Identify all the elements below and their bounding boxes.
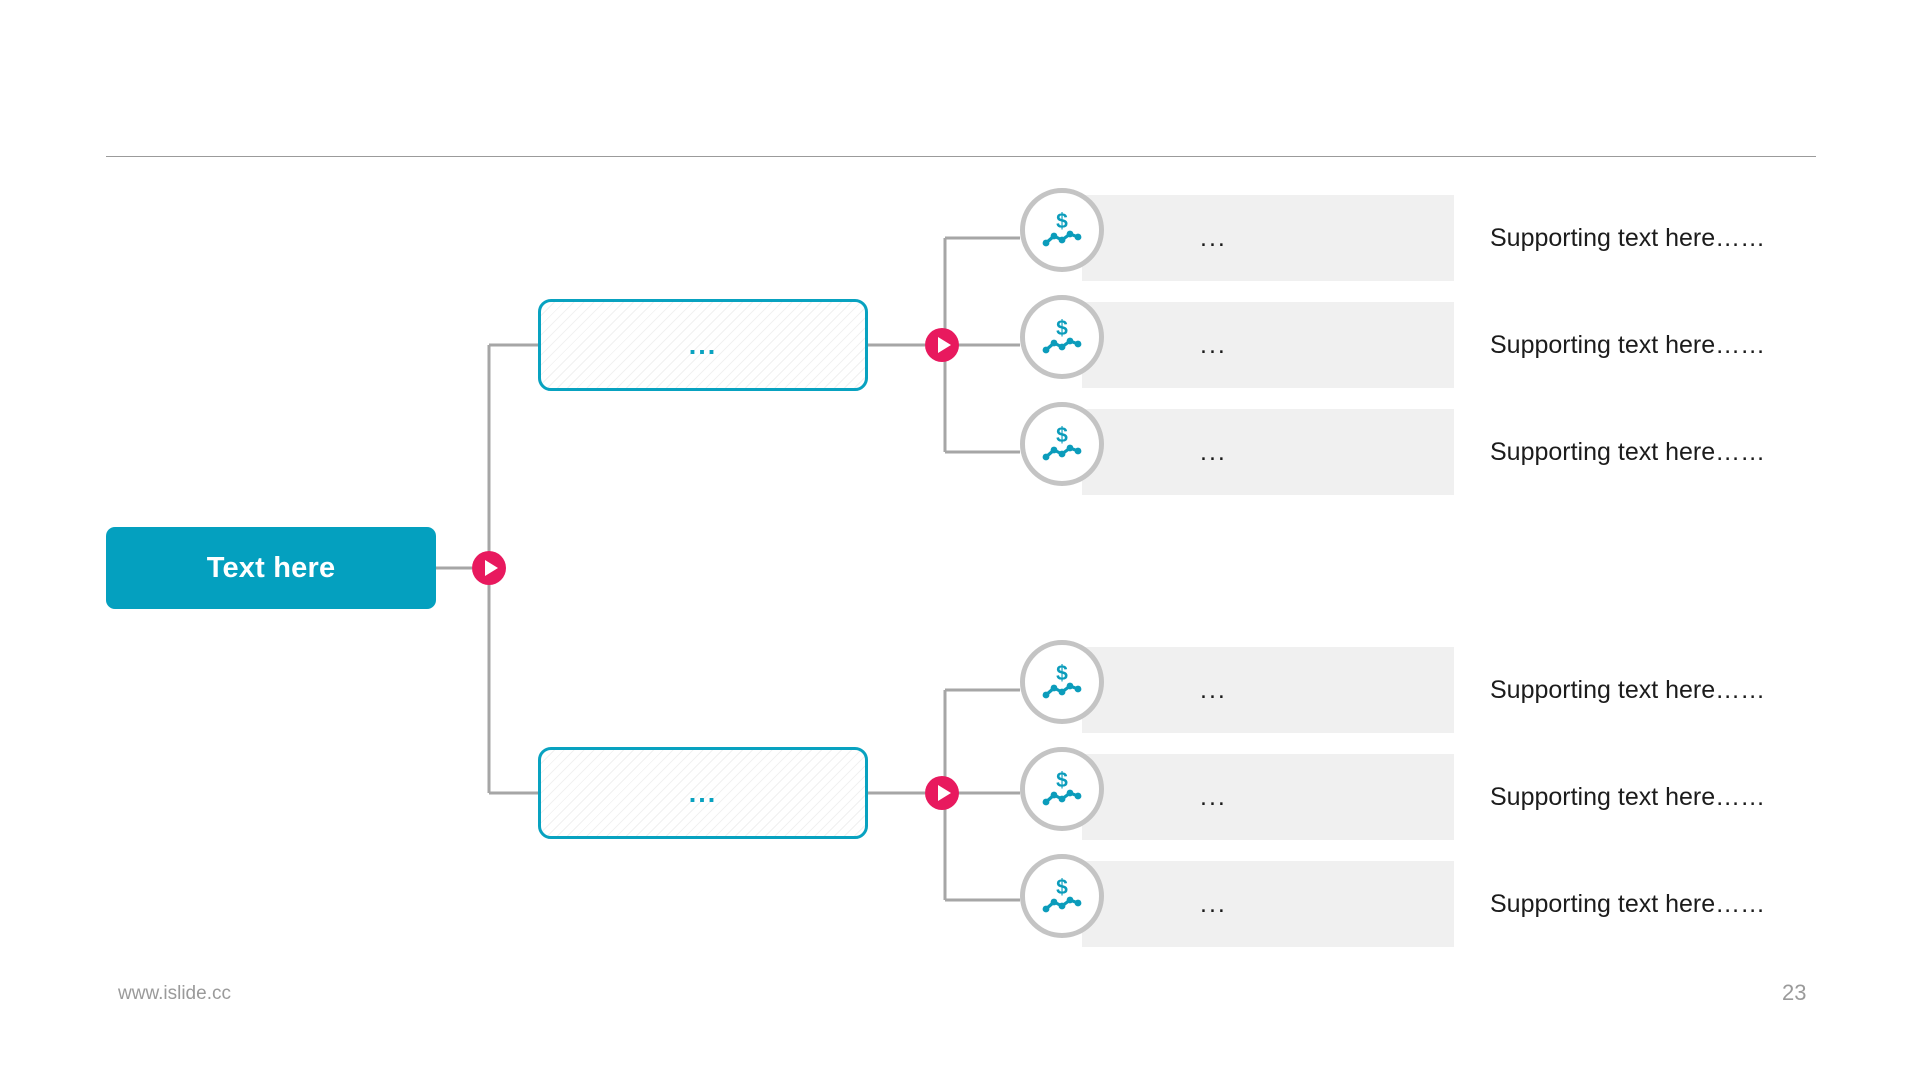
- svg-text:$: $: [1056, 210, 1068, 233]
- leaf-support-text: Supporting text here……: [1490, 223, 1766, 252]
- leaf-support-text: Supporting text here……: [1490, 889, 1766, 918]
- dollar-trend-glyph: $: [1042, 876, 1082, 913]
- leaf-band: [1082, 409, 1454, 495]
- play-triangle-icon: [484, 560, 498, 576]
- leaf-band-label: ...: [1200, 437, 1227, 466]
- svg-text:$: $: [1056, 317, 1068, 340]
- dollar-trend-glyph: $: [1042, 424, 1082, 461]
- footer-url[interactable]: www.islide.cc: [118, 983, 231, 1004]
- leaf-band: [1082, 195, 1454, 281]
- dollar-trend-glyph: $: [1042, 210, 1082, 247]
- play-triangle-icon: [937, 785, 951, 801]
- leaf-row: ... $ Supporting text here……: [1020, 854, 1840, 947]
- root-node-box[interactable]: Text here: [106, 527, 436, 609]
- leaf-band-label: ...: [1200, 223, 1227, 252]
- dollar-trend-glyph: $: [1042, 317, 1082, 354]
- play-triangle-icon: [937, 337, 951, 353]
- leaf-band: [1082, 861, 1454, 947]
- leaf-row: ... $ Supporting text here……: [1020, 640, 1840, 733]
- leaf-support-text: Supporting text here……: [1490, 782, 1766, 811]
- leaf-row: ... $ Supporting text here……: [1020, 402, 1840, 495]
- dollar-trend-icon[interactable]: $: [1020, 188, 1104, 272]
- leaf-band-label: ...: [1200, 889, 1227, 918]
- dollar-trend-icon[interactable]: $: [1020, 402, 1104, 486]
- leaf-band-label: ...: [1200, 675, 1227, 704]
- branch-box-1[interactable]: ...: [538, 299, 868, 391]
- leaf-support-text: Supporting text here……: [1490, 437, 1766, 466]
- leaf-band: [1082, 302, 1454, 388]
- leaf-band: [1082, 647, 1454, 733]
- svg-text:$: $: [1056, 876, 1068, 899]
- leaf-row: ... $ Supporting text here……: [1020, 188, 1840, 281]
- dollar-trend-glyph: $: [1042, 769, 1082, 806]
- dollar-trend-icon[interactable]: $: [1020, 854, 1104, 938]
- branch-box-2[interactable]: ...: [538, 747, 868, 839]
- svg-text:$: $: [1056, 769, 1068, 792]
- branch-box-2-label: ...: [688, 777, 718, 808]
- branch-box-1-label: ...: [688, 329, 718, 360]
- root-node-label: Text here: [206, 551, 336, 584]
- leaf-band: [1082, 754, 1454, 840]
- svg-text:$: $: [1056, 424, 1068, 447]
- svg-text:$: $: [1056, 662, 1068, 685]
- leaf-band-label: ...: [1200, 330, 1227, 359]
- dollar-trend-icon[interactable]: $: [1020, 295, 1104, 379]
- leaf-row: ... $ Supporting text here……: [1020, 295, 1840, 388]
- leaf-band-label: ...: [1200, 782, 1227, 811]
- play-connector-branch-2[interactable]: [925, 776, 959, 810]
- play-connector-branch-1[interactable]: [925, 328, 959, 362]
- leaf-row: ... $ Supporting text here……: [1020, 747, 1840, 840]
- play-connector-root[interactable]: [472, 551, 506, 585]
- dollar-trend-icon[interactable]: $: [1020, 747, 1104, 831]
- header-divider: [106, 156, 1816, 157]
- leaf-support-text: Supporting text here……: [1490, 330, 1766, 359]
- leaf-support-text: Supporting text here……: [1490, 675, 1766, 704]
- dollar-trend-icon[interactable]: $: [1020, 640, 1104, 724]
- dollar-trend-glyph: $: [1042, 662, 1082, 699]
- footer-page-number: 23: [1782, 980, 1807, 1005]
